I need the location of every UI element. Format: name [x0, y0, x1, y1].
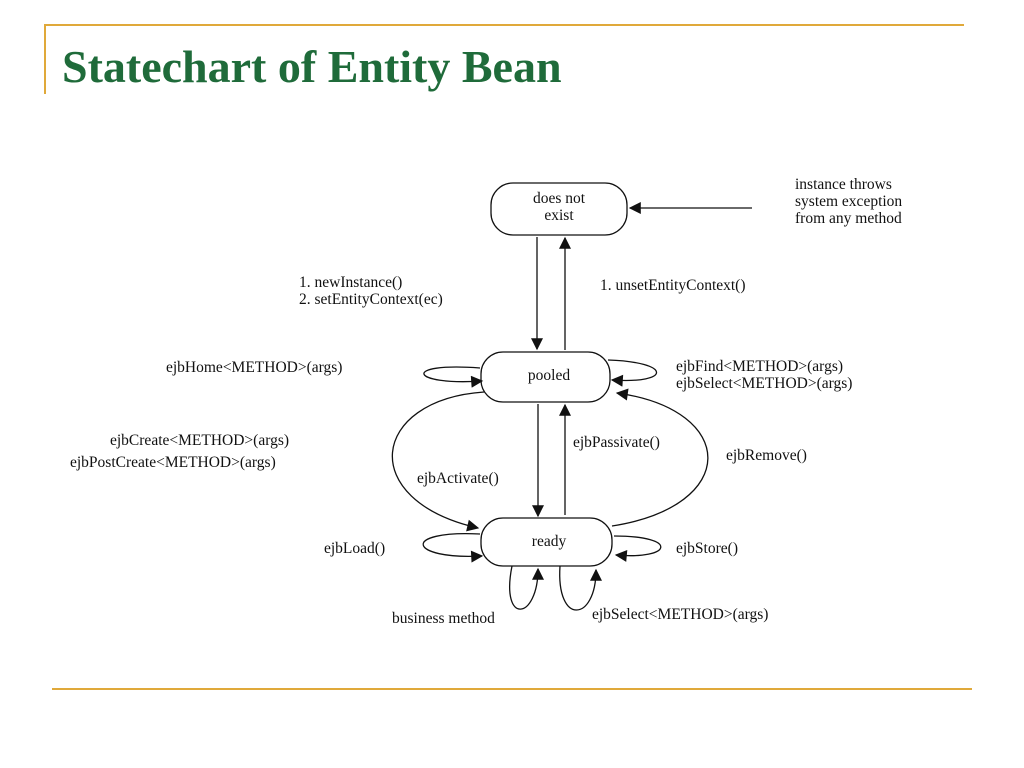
label-ejb-create: ejbCreate<METHOD>(args)	[110, 432, 289, 449]
loop-ejb-load	[422, 532, 484, 563]
exception-note-line-1: instance throws	[795, 176, 892, 193]
loop-ejb-store	[613, 535, 662, 562]
state-ready: ready	[480, 517, 613, 567]
label-unset-entity-context: 1. unsetEntityContext()	[600, 277, 746, 294]
label-ejb-find: ejbFind<METHOD>(args)	[676, 358, 843, 375]
exception-note-line-3: from any method	[795, 210, 902, 227]
state-does-not-exist-label-2: exist	[544, 207, 574, 224]
label-ejb-select-ready: ejbSelect<METHOD>(args)	[592, 606, 768, 623]
state-does-not-exist-label-1: does not	[533, 190, 586, 207]
loop-ejb-find-select	[607, 359, 657, 387]
loop-ejb-home	[423, 366, 484, 388]
left-accent-rule	[44, 24, 46, 94]
label-business-method: business method	[392, 610, 495, 627]
loop-ejb-select-ready	[559, 565, 602, 611]
state-pooled: pooled	[480, 351, 611, 403]
state-ready-label: ready	[532, 533, 567, 550]
slide-title: Statechart of Entity Bean	[62, 41, 562, 92]
label-new-instance: 1. newInstance()	[299, 274, 402, 291]
label-ejb-load: ejbLoad()	[324, 540, 385, 557]
state-pooled-label: pooled	[528, 367, 570, 384]
label-ejb-store: ejbStore()	[676, 540, 738, 557]
label-ejb-post-create: ejbPostCreate<METHOD>(args)	[70, 454, 276, 471]
bottom-accent-rule	[52, 688, 972, 690]
label-ejb-home: ejbHome<METHOD>(args)	[166, 359, 342, 376]
label-ejb-select-pooled: ejbSelect<METHOD>(args)	[676, 375, 852, 392]
top-accent-rule	[44, 24, 964, 26]
loop-business-method	[509, 565, 544, 610]
state-does-not-exist: does not exist	[490, 182, 628, 236]
transition-ejb-create	[391, 391, 485, 532]
label-ejb-remove: ejbRemove()	[726, 447, 807, 464]
label-ejb-activate: ejbActivate()	[417, 470, 499, 487]
label-set-entity-context: 2. setEntityContext(ec)	[299, 291, 443, 308]
exception-note-line-2: system exception	[795, 193, 902, 210]
transition-ejb-remove	[611, 388, 709, 527]
label-ejb-passivate: ejbPassivate()	[573, 434, 660, 451]
